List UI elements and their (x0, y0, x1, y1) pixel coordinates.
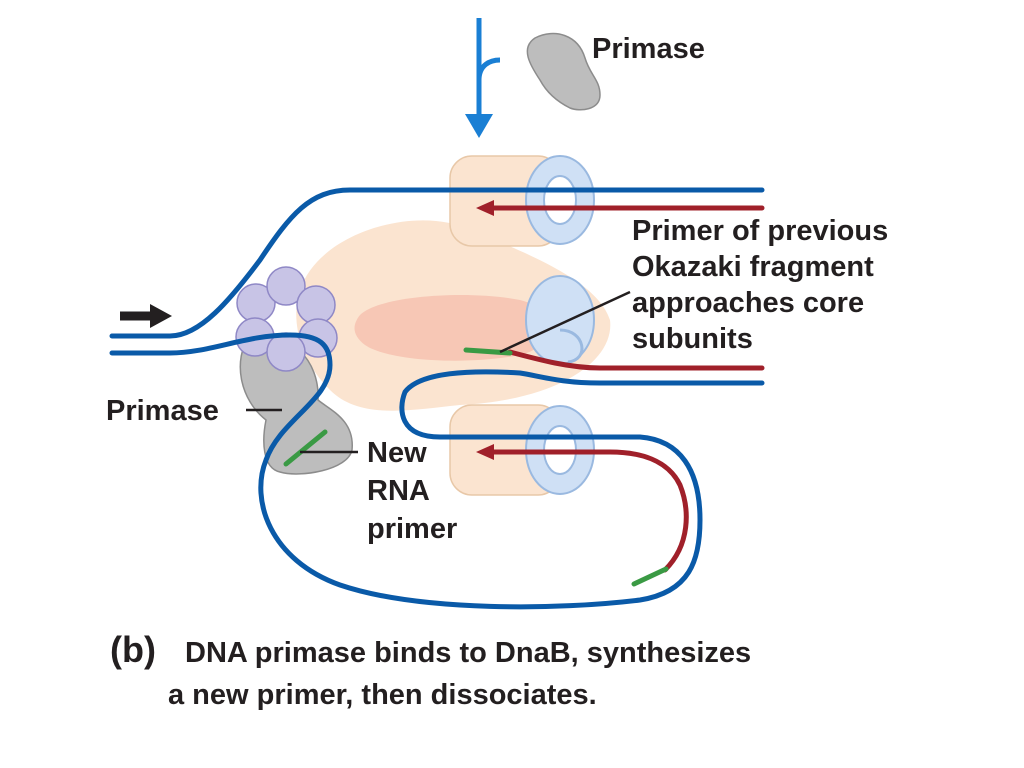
fork-direction-arrow (120, 304, 172, 328)
lagging-arrowhead (476, 444, 494, 460)
label-new-primer-line-2: RNA (367, 475, 430, 507)
label-new-rna-primer: New RNA primer (367, 437, 457, 545)
label-new-primer-line-3: primer (367, 513, 457, 545)
label-primer-prev-line-4: subunits (632, 323, 753, 355)
caption-panel-letter: (b) (110, 629, 156, 670)
okazaki-fragment-prev (507, 349, 765, 371)
dna-strands (109, 187, 765, 610)
core-subunit-center (354, 295, 550, 361)
label-primer-previous: Primer of previous Okazaki fragment appr… (632, 215, 888, 355)
label-new-primer-line-1: New (367, 437, 427, 469)
primase-free (526, 32, 601, 111)
rna-primer-lagging-end (631, 566, 669, 587)
rna-primer-new (283, 429, 328, 467)
rna-primers (283, 347, 669, 587)
primase-arrival-arrowhead (465, 114, 493, 138)
label-primer-prev-line-3: approaches core (632, 287, 864, 319)
pol-core-top (449, 155, 595, 247)
parental-top-strand (109, 187, 765, 339)
label-primer-prev-line-2: Okazaki fragment (632, 251, 874, 283)
caption-line-2: a new primer, then dissociates. (168, 679, 597, 711)
new-dna (487, 205, 765, 573)
label-primase-left: Primase (106, 395, 219, 427)
leader-primer-prev (499, 290, 631, 354)
parental-bottom-strand (109, 332, 765, 610)
primase-arrival-arrow (476, 18, 501, 122)
rna-primer-previous (463, 347, 513, 356)
label-primer-prev-line-1: Primer of previous (632, 215, 888, 247)
lagging-strand-new (487, 449, 689, 573)
leading-arrowhead (476, 200, 494, 216)
caption-line-1: DNA primase binds to DnaB, synthesizes (185, 637, 751, 669)
primase-bound (239, 333, 353, 475)
label-primase-top: Primase (592, 33, 705, 65)
clamp-middle (525, 275, 595, 365)
figure-caption: (b) DNA primase binds to DnaB, synthesiz… (110, 629, 751, 711)
